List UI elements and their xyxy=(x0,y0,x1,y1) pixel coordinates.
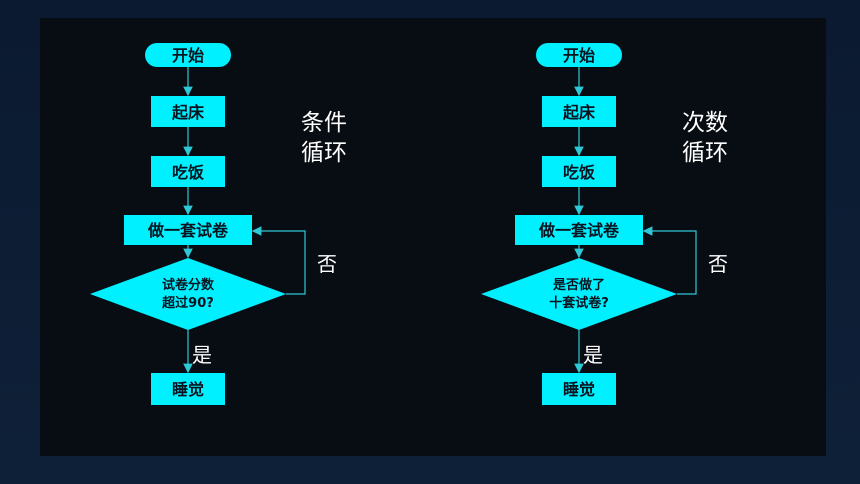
left-flowchart: 开始 起床 吃饭 做一套试卷 试卷分数 超过90? 睡觉 是 否 条件 循环 xyxy=(90,43,347,405)
left-start-node xyxy=(145,43,231,67)
right-end-node xyxy=(542,373,616,405)
right-end-label: 睡觉 xyxy=(563,380,595,399)
left-caption-line2: 循环 xyxy=(301,140,347,166)
right-step3-label: 做一套试卷 xyxy=(538,221,620,240)
left-caption-line1: 条件 xyxy=(301,110,347,136)
left-decision-line1: 试卷分数 xyxy=(162,277,215,293)
left-step1-node xyxy=(151,96,225,127)
left-end-label: 睡觉 xyxy=(172,380,204,399)
right-start-node xyxy=(536,43,622,67)
left-decision-node xyxy=(90,258,286,330)
left-no-label: 否 xyxy=(317,252,337,276)
right-edge-loop-back xyxy=(642,226,697,295)
left-step2-label: 吃饭 xyxy=(172,163,204,182)
right-step1-node xyxy=(542,96,616,127)
right-yes-label: 是 xyxy=(583,343,603,367)
right-caption-line1: 次数 xyxy=(682,110,728,136)
right-step3-node xyxy=(515,215,643,245)
right-caption-line2: 循环 xyxy=(682,140,728,166)
right-no-label: 否 xyxy=(708,252,728,276)
left-step2-node xyxy=(151,156,225,187)
right-decision-line2: 十套试卷? xyxy=(549,295,609,311)
left-end-node xyxy=(151,373,225,405)
left-step3-node xyxy=(124,215,252,245)
left-step3-label: 做一套试卷 xyxy=(147,221,229,240)
left-start-label: 开始 xyxy=(172,46,204,65)
right-step2-label: 吃饭 xyxy=(563,163,595,182)
right-decision-line1: 是否做了 xyxy=(552,277,605,293)
left-yes-label: 是 xyxy=(192,343,212,367)
left-edge-loop-back xyxy=(251,226,306,295)
right-step2-node xyxy=(542,156,616,187)
right-step1-label: 起床 xyxy=(562,103,596,122)
left-decision-line2: 超过90? xyxy=(162,295,214,311)
right-decision-node xyxy=(481,258,677,330)
right-flowchart: 开始 起床 吃饭 做一套试卷 是否做了 十套试卷? 睡觉 是 否 次数 循环 xyxy=(481,43,728,405)
left-step1-label: 起床 xyxy=(171,103,205,122)
right-start-label: 开始 xyxy=(563,46,595,65)
